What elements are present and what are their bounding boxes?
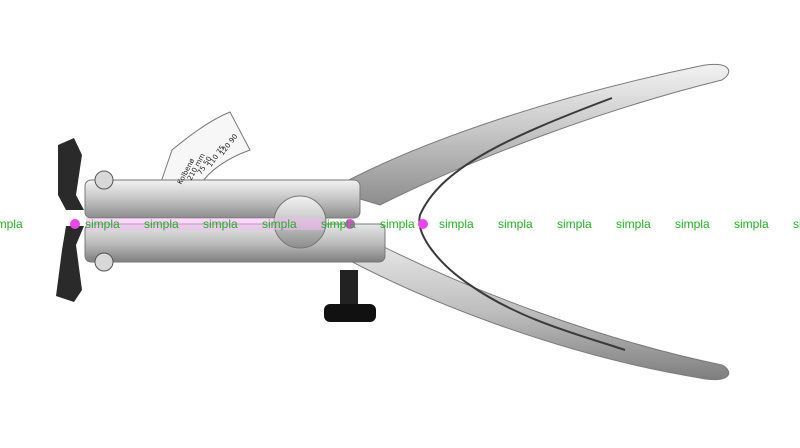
pivot-disc (273, 195, 327, 249)
upper-jaw-tip (58, 138, 84, 210)
lower-jaw-screw (94, 252, 114, 272)
spring-wire (418, 97, 626, 351)
upper-handle (328, 64, 730, 206)
upper-jaw-screw (94, 170, 114, 190)
lower-jaw-tip (56, 226, 84, 302)
scale-plate (159, 111, 251, 186)
lower-handle (328, 244, 730, 380)
adjust-knob (324, 304, 376, 322)
adjust-spring (340, 270, 358, 308)
lower-jaw-bar (84, 223, 386, 263)
